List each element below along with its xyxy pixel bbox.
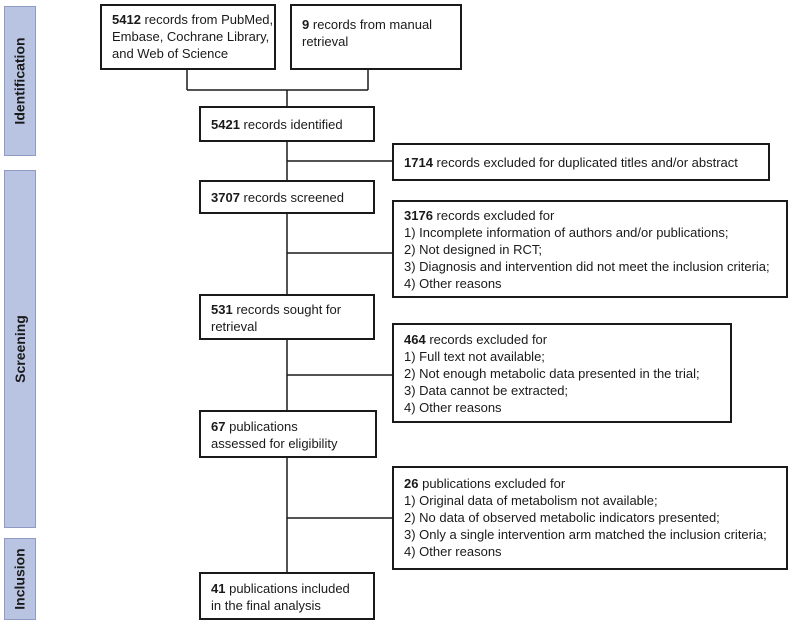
exclusion-reason: 2) Not designed in RCT; (404, 242, 543, 257)
exclusion-reason: 1) Incomplete information of authors and… (404, 225, 729, 240)
box-excluded-retrieval: 464 records excluded for 1) Full text no… (392, 323, 732, 423)
box-excluded-screening: 3176 records excluded for 1) Incomplete … (392, 200, 788, 298)
exclusion-reason: 3) Only a single intervention arm matche… (404, 527, 767, 542)
exclusion-reason: 3) Data cannot be extracted; (404, 383, 569, 398)
exclusion-reason: 3) Diagnosis and intervention did not me… (404, 259, 770, 274)
exclusion-reason: 4) Other reasons (404, 544, 502, 559)
exclusion-reason: 4) Other reasons (404, 276, 502, 291)
exclusion-reason: 1) Original data of metabolism not avail… (404, 493, 658, 508)
box-database-records: 5412 records from PubMed, Embase, Cochra… (100, 4, 276, 70)
exclusion-reason: 4) Other reasons (404, 400, 502, 415)
box-records-identified: 5421 records identified (199, 106, 375, 142)
exclusion-reason: 1) Full text not available; (404, 349, 545, 364)
box-duplicates-excluded: 1714 records excluded for duplicated tit… (392, 143, 770, 181)
box-assessed-eligibility: 67 publications assessed for eligibility (199, 410, 377, 458)
exclusion-reason: 2) No data of observed metabolic indicat… (404, 510, 720, 525)
box-included: 41 publications included in the final an… (199, 572, 375, 620)
phase-inclusion: Inclusion (4, 538, 36, 620)
phase-identification: Identification (4, 6, 36, 156)
box-sought-for-retrieval: 531 records sought for retrieval (199, 294, 375, 340)
box-manual-records: 9 records from manual retrieval (290, 4, 462, 70)
box-excluded-eligibility: 26 publications excluded for 1) Original… (392, 466, 788, 570)
phase-screening: Screening (4, 170, 36, 528)
exclusion-reason: 2) Not enough metabolic data presented i… (404, 366, 700, 381)
box-records-screened: 3707 records screened (199, 180, 375, 214)
